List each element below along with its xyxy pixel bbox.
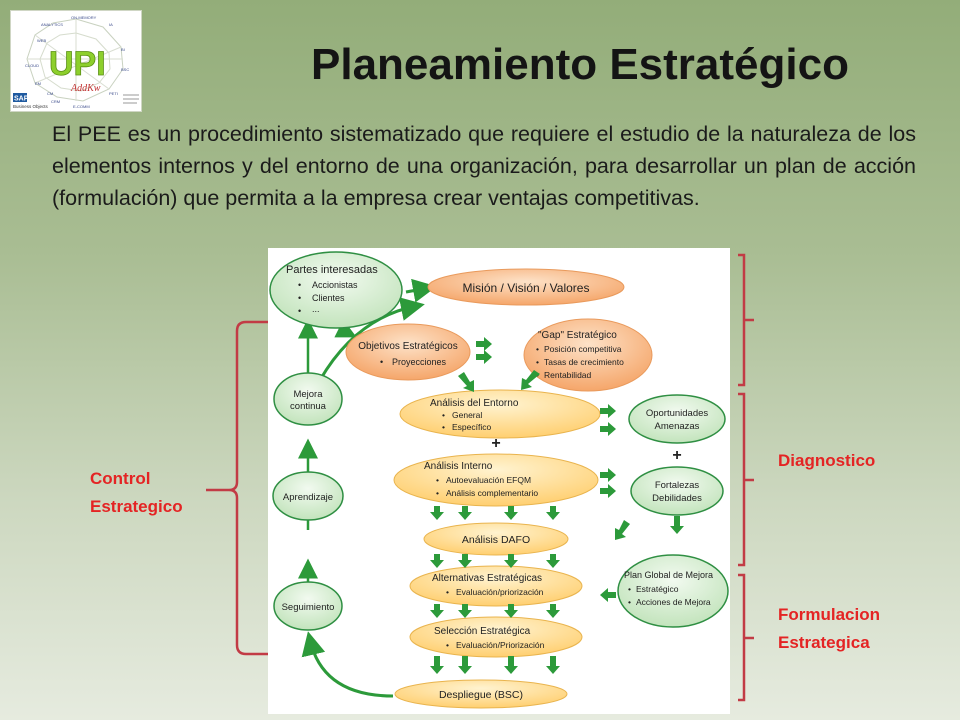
svg-text:Seguimiento: Seguimiento: [282, 602, 335, 613]
logo-radar-label: E-COMM: [73, 104, 90, 109]
svg-text:•: •: [628, 584, 631, 594]
svg-text:General: General: [452, 410, 482, 420]
page-title: Planeamiento Estratégico: [311, 40, 849, 89]
svg-text:Análisis del Entorno: Análisis del Entorno: [430, 398, 519, 409]
logo-radar-label: ON-MEMORY: [71, 15, 97, 20]
svg-text:Accionistas: Accionistas: [312, 280, 358, 290]
svg-text:•: •: [298, 293, 301, 303]
logo-radar-label: BSC: [121, 67, 129, 72]
despliegue-bsc-node: Despliegue (BSC): [394, 679, 568, 709]
formulacion-bracket: [738, 573, 754, 702]
svg-text:Plan Global de Mejora: Plan Global de Mejora: [624, 570, 713, 580]
svg-text:continua: continua: [290, 401, 327, 412]
svg-text:Rentabilidad: Rentabilidad: [544, 370, 592, 380]
svg-text:Oportunidades: Oportunidades: [646, 408, 709, 419]
plus-sign: +: [491, 435, 500, 452]
svg-text:•: •: [298, 306, 301, 316]
svg-text:Acciones de Mejora: Acciones de Mejora: [636, 597, 711, 607]
mision-vision-valores-node: Misión / Visión / Valores: [427, 268, 625, 306]
svg-text:Despliegue (BSC): Despliegue (BSC): [439, 689, 523, 701]
svg-text:•: •: [380, 357, 383, 367]
svg-text:•: •: [436, 488, 439, 498]
svg-text:•: •: [436, 475, 439, 485]
svg-text:Evaluación/Priorización: Evaluación/Priorización: [456, 640, 545, 650]
svg-text:Análisis DAFO: Análisis DAFO: [462, 534, 530, 546]
aprendizaje-node: Aprendizaje: [272, 471, 344, 521]
strategic-planning-diagram: Partes interesadas • Accionistas • Clien…: [268, 248, 730, 714]
alternativas-estrategicas-node: Alternativas Estratégicas • Evaluación/p…: [409, 565, 583, 607]
svg-text:•: •: [446, 640, 449, 650]
objetivos-estrategicos-node: Objetivos Estratégicos • Proyecciones: [345, 323, 471, 381]
svg-text:Posición competitiva: Posición competitiva: [544, 344, 622, 354]
svg-text:Análisis Interno: Análisis Interno: [424, 461, 493, 472]
oportunidades-amenazas-node: Oportunidades Amenazas: [628, 394, 726, 444]
logo-radar-label: CM: [47, 91, 53, 96]
logo-radar-label: WEB: [37, 38, 46, 43]
svg-text:Partes interesadas: Partes interesadas: [286, 264, 378, 276]
svg-text:Estratégico: Estratégico: [636, 584, 679, 594]
mejora-continua-node: Mejora continua: [273, 372, 343, 426]
flow-arrows: [430, 337, 684, 674]
svg-text:•: •: [628, 597, 631, 607]
svg-text:•: •: [536, 357, 539, 367]
svg-text:•: •: [446, 587, 449, 597]
svg-text:Debilidades: Debilidades: [652, 493, 702, 504]
logo-radar-label: CLOUD: [25, 63, 39, 68]
svg-text:Selección Estratégica: Selección Estratégica: [434, 626, 531, 637]
gap-estrategico-node: "Gap" Estratégico • Posición competitiva…: [523, 318, 653, 392]
svg-text:Fortalezas: Fortalezas: [655, 480, 700, 491]
company-logo: ON-MEMORY ANALYTICS WEB IA CLOUD BI BSC …: [10, 10, 142, 112]
svg-text:Análisis complementario: Análisis complementario: [446, 488, 538, 498]
logo-wordmark: UPI: [49, 45, 106, 83]
svg-text:Clientes: Clientes: [312, 293, 345, 303]
plus-sign: +: [672, 447, 681, 464]
svg-text:Alternativas Estratégicas: Alternativas Estratégicas: [432, 573, 542, 584]
diagnostico-label: Diagnostico: [778, 451, 876, 470]
logo-radar-label: BI: [121, 47, 125, 52]
svg-text:Autoevaluación EFQM: Autoevaluación EFQM: [446, 475, 531, 485]
svg-text:"Gap" Estratégico: "Gap" Estratégico: [538, 330, 617, 341]
plan-global-mejora-node: Plan Global de Mejora • Estratégico • Ac…: [617, 554, 729, 628]
seguimiento-node: Seguimiento: [273, 581, 343, 631]
logo-sap: SAP: [14, 96, 29, 103]
svg-text:Específico: Específico: [452, 422, 491, 432]
logo-radar-label: PETI: [109, 91, 118, 96]
svg-text:Misión / Visión / Valores: Misión / Visión / Valores: [463, 281, 590, 295]
svg-text:Objetivos Estratégicos: Objetivos Estratégicos: [358, 341, 458, 352]
svg-text:•: •: [442, 410, 445, 420]
diagnostico-bracket: [738, 392, 754, 567]
fortalezas-debilidades-node: Fortalezas Debilidades: [630, 466, 724, 516]
svg-text:Tasas de crecimiento: Tasas de crecimiento: [544, 357, 624, 367]
seleccion-estrategica-node: Selección Estratégica • Evaluación/Prior…: [409, 616, 583, 658]
control-bracket: [206, 320, 270, 656]
svg-text:Amenazas: Amenazas: [655, 421, 700, 432]
svg-text:Evaluación/priorización: Evaluación/priorización: [456, 587, 544, 597]
svg-text:Proyecciones: Proyecciones: [392, 357, 447, 367]
svg-text:Mejora: Mejora: [293, 389, 323, 400]
svg-text:•: •: [442, 422, 445, 432]
logo-radar-label: ANALYTICS: [41, 22, 63, 27]
analisis-interno-node: Análisis Interno • Autoevaluación EFQM •…: [393, 453, 599, 507]
svg-text:•: •: [298, 280, 301, 290]
mision-bracket: [738, 253, 754, 387]
svg-text:...: ...: [312, 304, 320, 314]
formulacion-estrategica-label: Formulacion Estrategica: [778, 605, 881, 652]
analisis-entorno-node: Análisis del Entorno • General • Específ…: [399, 389, 601, 439]
svg-text:•: •: [536, 344, 539, 354]
logo-brand: AddKw: [70, 83, 101, 94]
control-estrategico-label: Control Estrategico: [90, 469, 183, 516]
logo-radar-label: CRM: [51, 99, 60, 104]
partes-interesadas-node: Partes interesadas • Accionistas • Clien…: [269, 251, 403, 329]
logo-radar-label: IA: [109, 22, 113, 27]
logo-radar-label: EM: [35, 81, 41, 86]
svg-text:Aprendizaje: Aprendizaje: [283, 492, 333, 503]
logo-sap-sub: Business Objects: [13, 104, 49, 109]
analisis-dafo-node: Análisis DAFO: [423, 522, 569, 556]
intro-paragraph: El PEE es un procedimiento sistematizado…: [52, 122, 916, 210]
